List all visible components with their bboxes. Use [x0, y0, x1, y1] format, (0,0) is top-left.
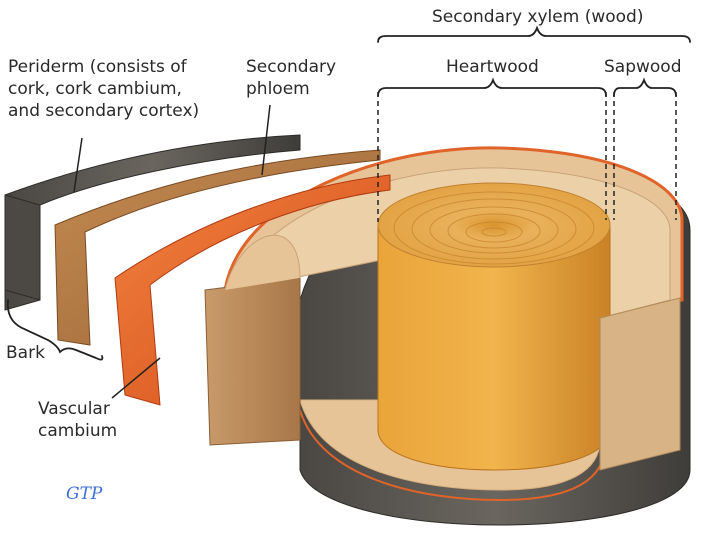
bark-strip-face: [4, 194, 41, 301]
secondary-xylem-bracket: [377, 25, 691, 43]
bark-strip: [4, 134, 301, 311]
sapwood-cut-face: [599, 297, 681, 471]
periderm-slab: [54, 149, 381, 346]
secondary-phloem-label: Secondary phloem: [246, 57, 337, 99]
wood-slab-curve: [224, 234, 301, 291]
sapwood-bracket: [613, 77, 677, 97]
heartwood-bracket: [377, 77, 607, 97]
bark-label: Bark: [6, 343, 45, 363]
vascular-cambium-leader: [111, 357, 161, 399]
growth-rings: [393, 191, 595, 265]
heartwood-top: [377, 182, 611, 268]
signature-watermark: GTP: [66, 484, 103, 504]
heartwood-label: Heartwood: [446, 57, 539, 77]
phloem-leader: [261, 104, 271, 176]
periderm-leader: [73, 137, 83, 193]
boundary-dashes: [377, 92, 677, 222]
leader-lines: [73, 104, 271, 399]
vascular-cambium-label: Vascular cambium: [38, 399, 118, 441]
sapwood-label: Sapwood: [604, 57, 682, 77]
periderm-label: Periderm (consists of cork, cork cambium…: [8, 57, 200, 121]
wood-cut-slab: [204, 277, 301, 446]
inner-cambium-line: [299, 409, 606, 502]
secondary-xylem-label: Secondary xylem (wood): [432, 7, 644, 27]
brackets: [6, 25, 691, 361]
bark-bracket: [6, 299, 104, 361]
phloem-slab: [114, 174, 391, 406]
